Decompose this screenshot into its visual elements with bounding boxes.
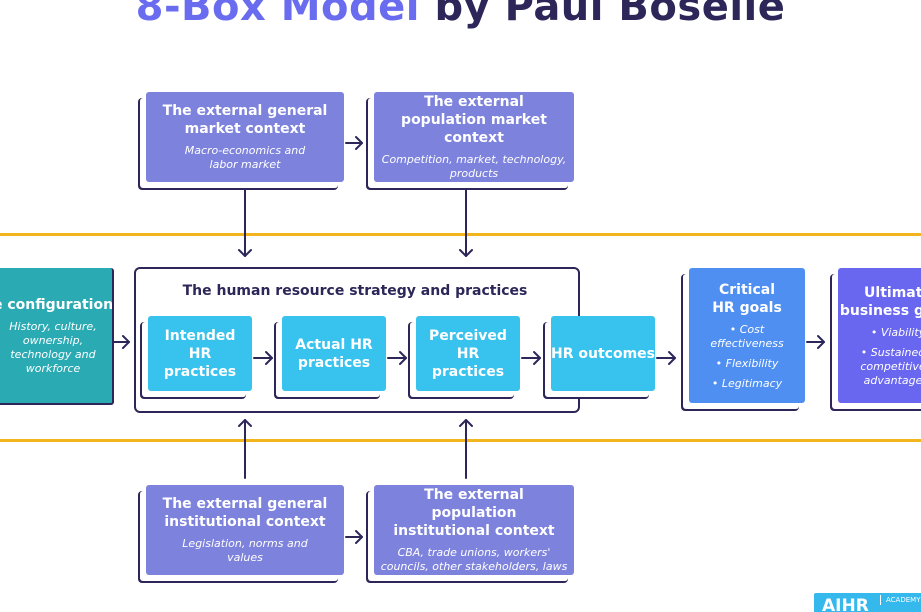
box-actual-hr-practices: Actual HR practices — [282, 316, 386, 391]
logo-sub: ACADEMY — [880, 595, 920, 605]
strategy-label: The human resource strategy and practice… — [182, 283, 528, 299]
box-subtitle: History, culture, ownership, technology … — [9, 319, 97, 375]
aihr-logo: AIHR ACADEMY — [814, 593, 921, 612]
box-title: The external population institutional co… — [393, 487, 555, 539]
box-critical-hr-goals: Critical HR goals • Cost effectiveness •… — [689, 268, 805, 403]
goal-item: • Legitimacy — [711, 376, 783, 390]
bottom-divider-line — [0, 439, 921, 442]
box-title: Ultimate business goals — [839, 284, 921, 319]
title-rest: by Paul Boselie — [434, 0, 786, 30]
box-title: Actual HR practices — [295, 336, 373, 371]
box-subtitle: Legislation, norms and values — [182, 537, 308, 564]
logo-text: AIHR — [822, 596, 869, 612]
goal-item: • Viability — [870, 325, 921, 339]
goal-item: • Cost effectiveness — [710, 322, 784, 350]
box-intended-hr-practices: Intended HR practices — [148, 316, 252, 391]
box-external-general-institutional: The external general institutional conte… — [146, 485, 344, 575]
title-accent: 8-Box Model — [135, 0, 420, 30]
box-title: Intended HR practices — [163, 327, 237, 380]
box-title: HR outcomes — [551, 345, 655, 362]
arrow-head — [122, 335, 130, 349]
arrow-head — [355, 136, 363, 150]
box-external-population-institutional: The external population institutional co… — [374, 485, 574, 575]
box-subtitle: Competition, market, technology, product… — [381, 153, 567, 180]
arrow-head — [817, 335, 825, 349]
box-title: The external population market context — [401, 94, 547, 146]
arrow-head — [533, 351, 541, 365]
top-divider-line — [0, 233, 921, 236]
box-subtitle: Macro-economics and labor market — [184, 144, 306, 171]
arrow-head — [265, 351, 273, 365]
goal-item: • Flexibility — [715, 356, 779, 370]
box-external-population-market: The external population market context C… — [374, 92, 574, 182]
box-title: e configuration — [0, 296, 114, 313]
box-title: The external general institutional conte… — [162, 496, 328, 530]
arrow-head — [238, 249, 252, 257]
box-title: The external general market context — [162, 103, 328, 137]
arrow-head — [399, 351, 407, 365]
box-ultimate-business-goals: Ultimate business goals • Viability • Su… — [838, 268, 921, 403]
arrow-head — [238, 419, 252, 427]
box-configuration: e configuration History, culture, owners… — [0, 268, 114, 405]
box-perceived-hr-practices: Perceived HR practices — [416, 316, 520, 391]
box-title: Critical HR goals — [712, 281, 782, 316]
box-hr-outcomes: HR outcomes — [551, 316, 655, 391]
page-title: 8-Box Model by Paul Boselie — [0, 0, 921, 30]
arrow-head — [459, 249, 473, 257]
box-external-general-market: The external general market context Macr… — [146, 92, 344, 182]
box-subtitle: CBA, trade unions, workers' councils, ot… — [380, 546, 568, 573]
arrow-head — [459, 419, 473, 427]
goal-item: • Sustained competitive advantage — [860, 345, 921, 387]
box-title: Perceived HR practices — [429, 327, 507, 380]
arrow-head — [668, 351, 676, 365]
arrow-head — [355, 530, 363, 544]
